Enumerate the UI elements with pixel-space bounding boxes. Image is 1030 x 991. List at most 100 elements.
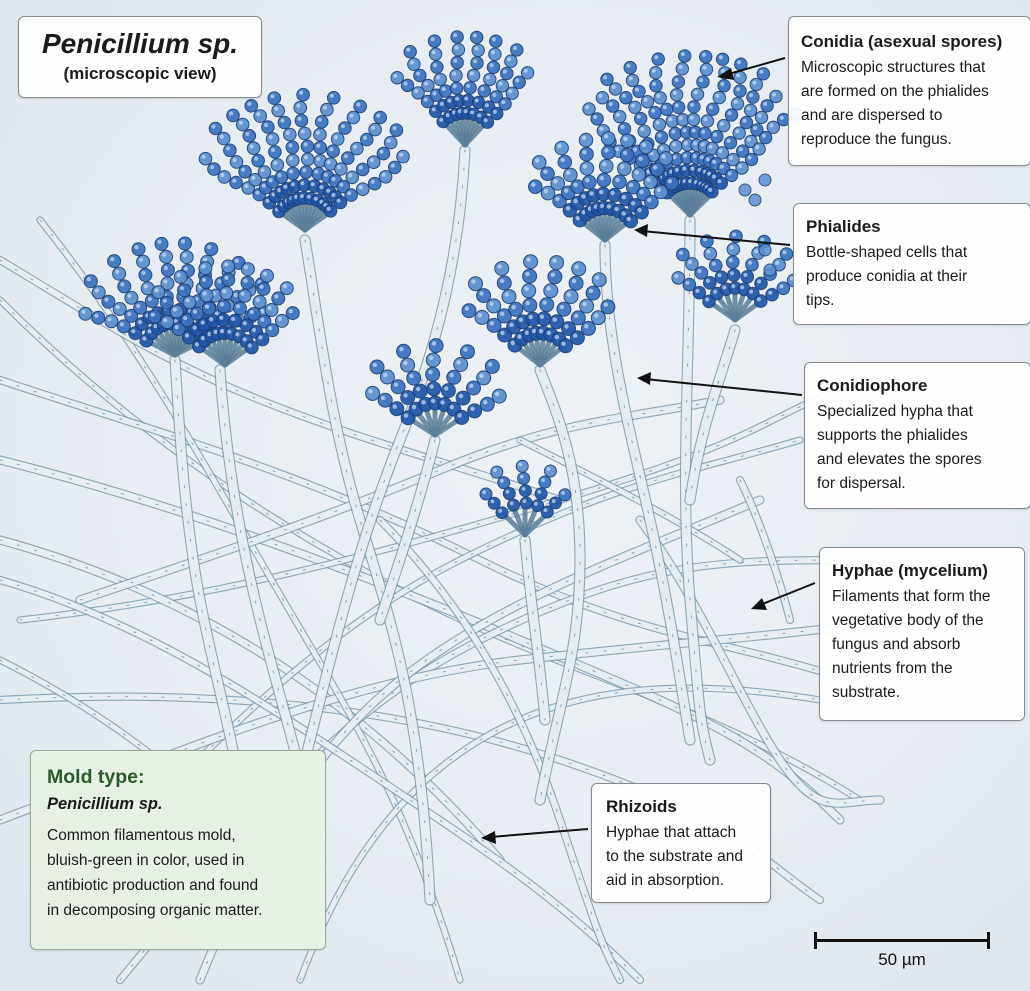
mold-description-line: bluish-green in color, used in [47,852,245,869]
conidium-highlight [251,175,256,180]
conidium-highlight [256,112,261,117]
conidium-highlight [245,131,250,136]
conidium-spore [725,255,740,270]
hyphae-line: Filaments that form the [832,588,991,605]
conidium-highlight [163,318,168,323]
conidium-highlight [505,489,510,494]
conidium-spore [686,112,701,127]
conidium-highlight [452,110,457,115]
conidium-spore [547,269,563,285]
conidium-highlight [457,413,462,418]
loose-spore [763,263,777,277]
conidium-spore [433,72,447,87]
mold-description-line: Common filamentous mold, [47,827,236,844]
conidium-highlight [480,87,485,91]
conidium-highlight [482,490,487,495]
conidium-highlight [581,135,587,141]
conidium-highlight [656,93,661,98]
conidium-highlight [255,190,260,195]
conidium-highlight [761,133,766,138]
conidium-highlight [593,115,598,119]
conidium-highlight [756,297,761,302]
conidium-spore [558,488,572,502]
conidium-highlight [782,250,787,255]
conidium-highlight [234,258,239,263]
conidium-highlight [390,163,395,168]
scale-bar-label: 50 µm [878,950,926,969]
conidium-spore [754,110,769,125]
conidium-highlight [296,103,301,108]
conidium-spore [585,285,601,301]
conidium-highlight [526,257,531,262]
conidium-spore [523,254,539,270]
conidium-spore [151,285,166,300]
conidium-highlight [551,499,556,503]
conidium-highlight [104,297,109,302]
conidium-spore [637,124,651,138]
conidium-highlight [772,92,777,97]
conidium-highlight [560,157,565,163]
conidium-highlight [131,329,136,334]
conidium-highlight [574,313,579,318]
conidium-spore [623,213,639,229]
conidium-spore [715,146,729,160]
scale-bar-line [815,939,989,942]
conidium-spore [451,43,466,57]
conidium-spore [724,108,739,122]
conidium-highlight [626,63,631,68]
conidium-spore [550,176,566,191]
conidium-highlight [386,138,391,143]
conidium-highlight [718,148,723,153]
conidium-highlight [240,291,245,296]
hypha-strand-core [737,477,793,623]
conidium-spore [326,91,341,105]
conidium-highlight [604,134,609,139]
scale-bar-cap-left [814,932,817,949]
conidium-highlight [268,178,273,183]
conidium-spore [449,68,463,83]
conidium-spore [173,269,188,284]
conidium-highlight [310,182,315,187]
conidium-highlight [162,298,167,303]
conidium-highlight [634,170,639,175]
conidium-highlight [150,312,155,317]
conidium-spore [578,132,594,148]
conidium-highlight [689,115,694,120]
conidium-highlight [635,87,640,92]
conidium-spore [652,117,667,132]
conidium-highlight [233,292,238,298]
conidium-highlight [200,336,206,341]
conidium-highlight [708,144,713,149]
conidium-highlight [604,148,609,153]
conidium-spore [265,323,280,338]
conidium-highlight [565,206,571,211]
conidium-highlight [406,47,411,52]
conidium-highlight [633,147,638,152]
phialide [522,514,547,538]
conidium-spore [377,392,393,408]
conidium-highlight [348,173,353,178]
conidium-spore [579,146,594,162]
conidium-highlight [436,75,441,80]
conidium-spore [390,379,406,395]
conidium-spore [228,313,242,328]
conidium-highlight [141,270,146,276]
conidium-spore [634,204,649,220]
conidium-highlight [192,309,198,314]
conidium-spore [687,100,701,114]
conidium-highlight [180,239,186,244]
conidium-highlight [659,146,664,151]
conidium-spore [378,170,393,184]
conidium-highlight [323,172,328,177]
conidium-spore [229,175,243,190]
conidium-spore [517,471,531,485]
conidium-spore [606,99,620,113]
conidium-spore [369,359,385,375]
conidiophore-stalk-septa [299,149,466,781]
loose-spore [758,243,772,257]
conidium-highlight [630,201,636,206]
conidium-highlight [492,109,497,114]
conidium-spore [522,297,538,313]
conidium-highlight [449,373,454,378]
conidium-highlight [271,192,276,197]
